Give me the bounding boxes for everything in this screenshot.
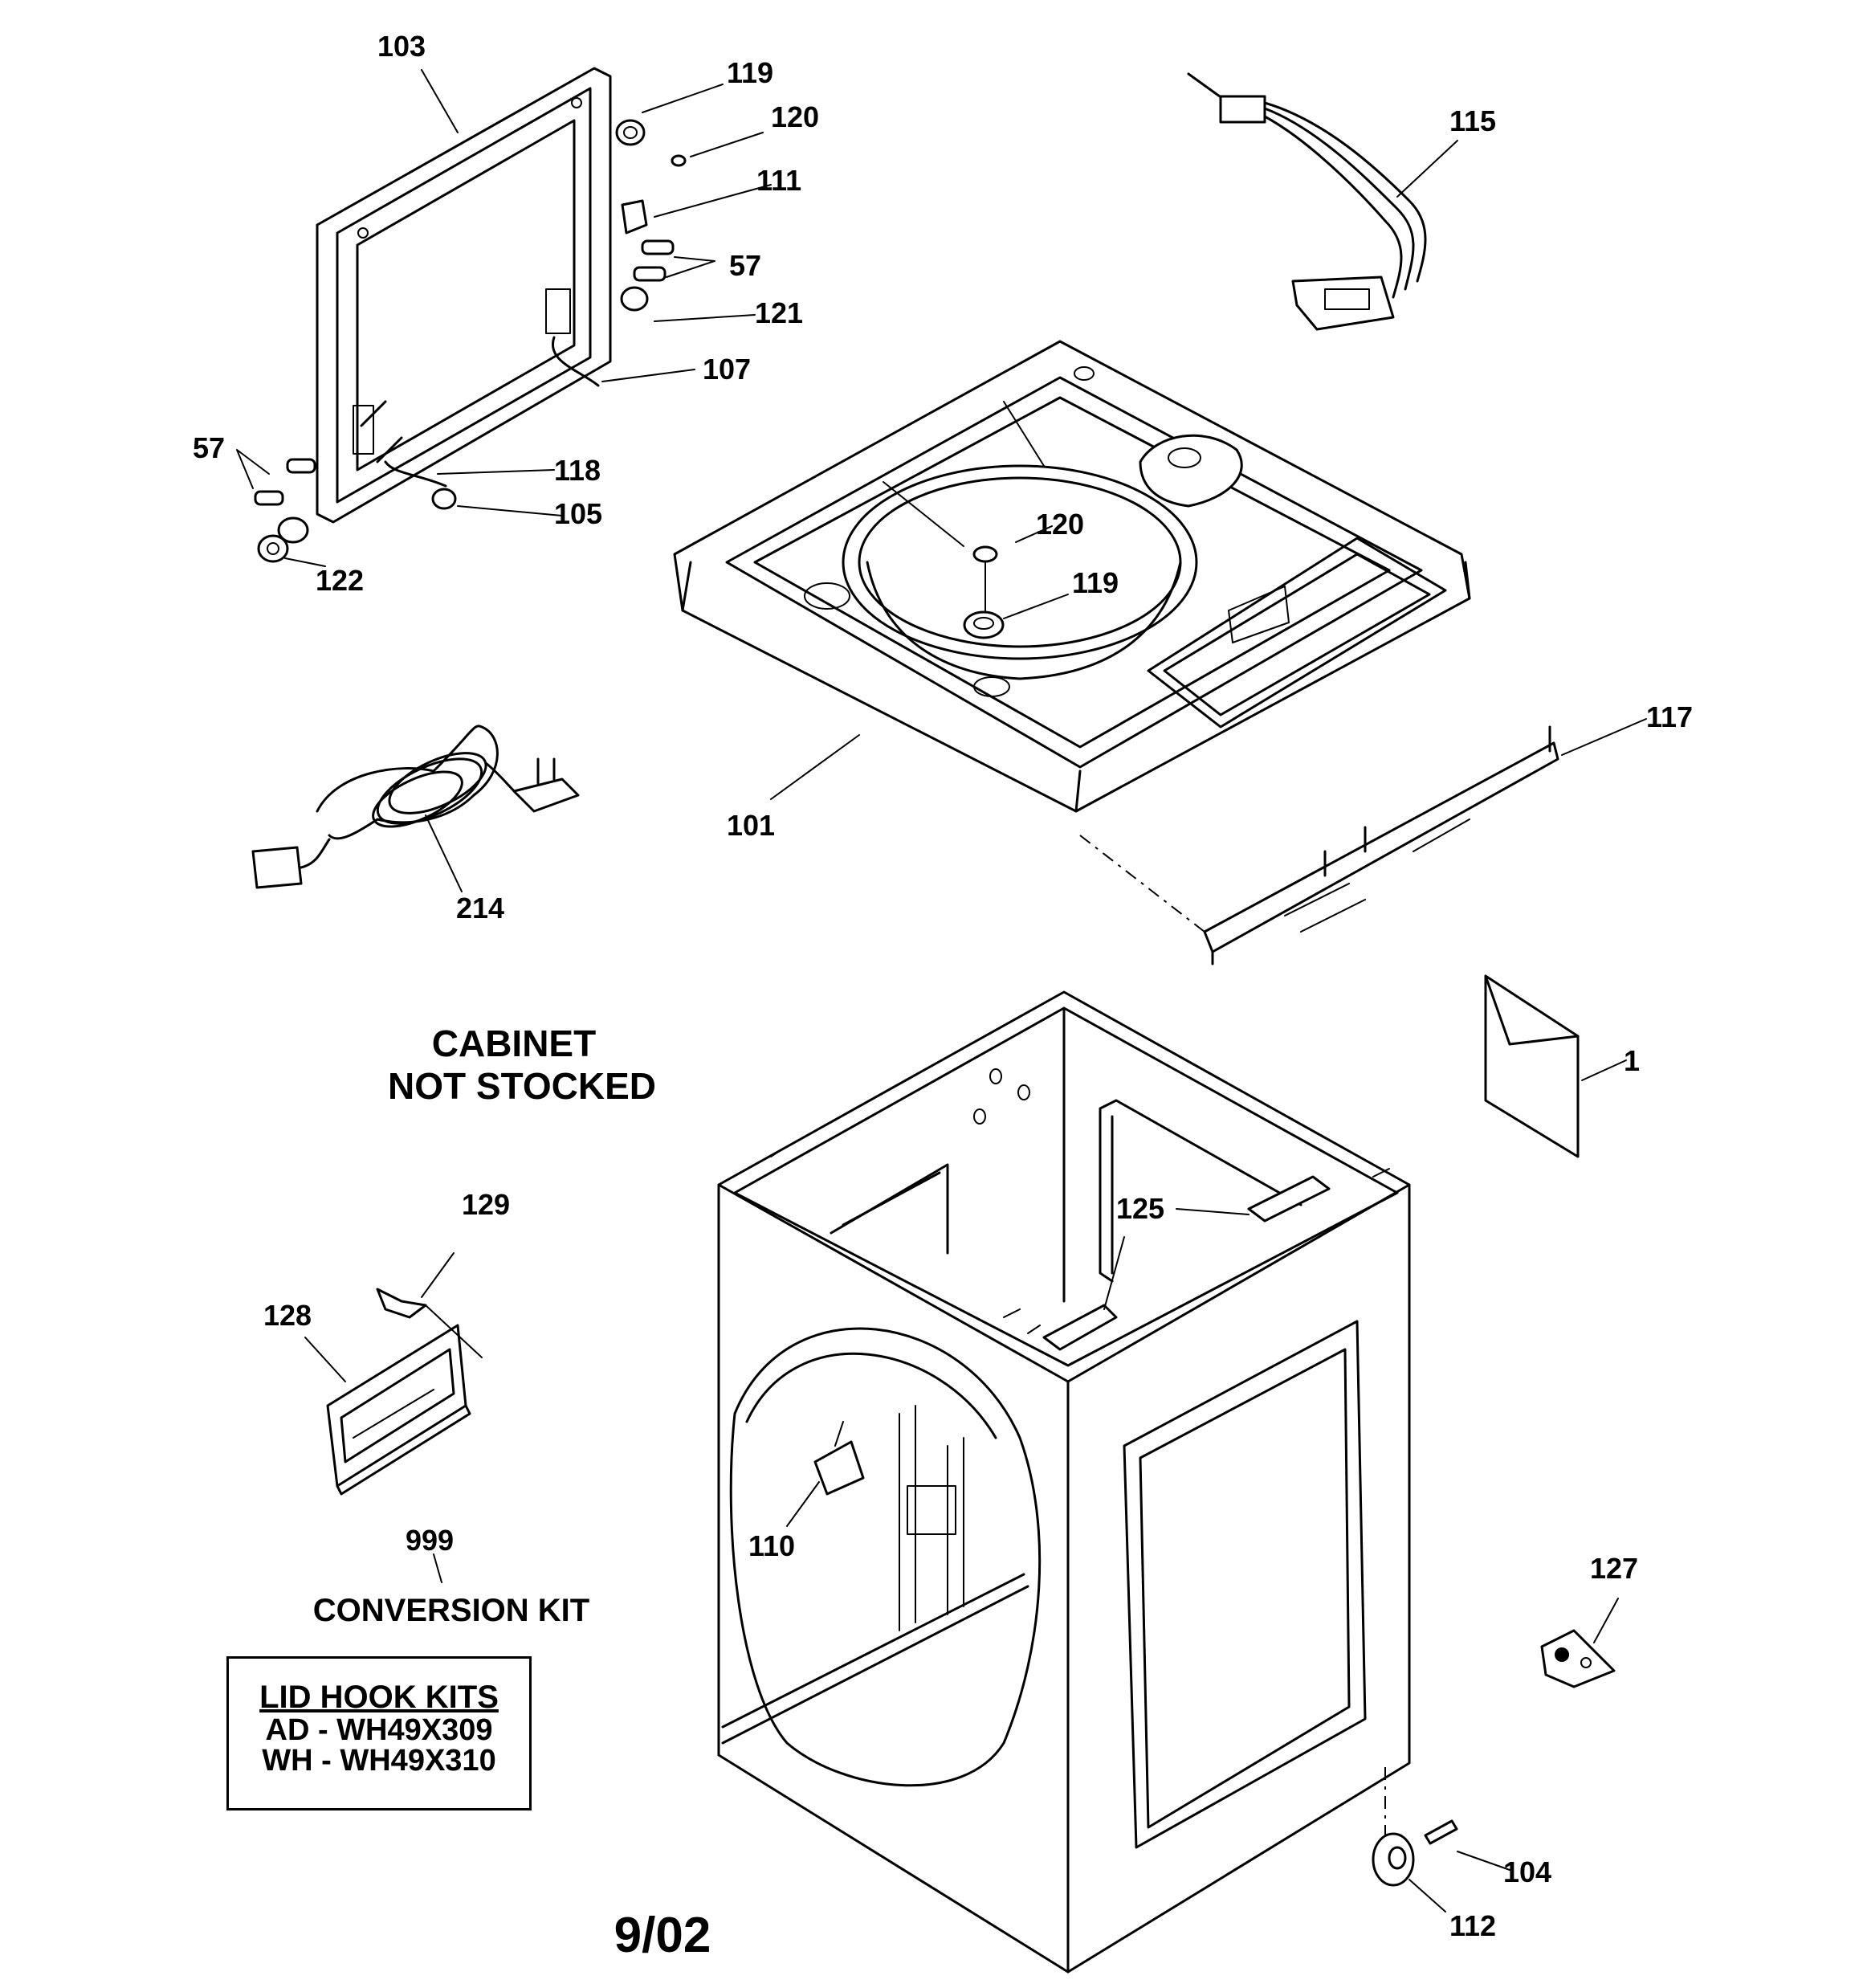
lid-hook-kits-title: LID HOOK KITS xyxy=(259,1680,499,1715)
revision-date: 9/02 xyxy=(614,1908,711,1963)
bracket-127 xyxy=(1540,1629,1616,1688)
lid-assembly xyxy=(316,67,612,524)
callout-117: 117 xyxy=(1646,700,1693,733)
callout-999: 999 xyxy=(406,1524,454,1557)
hinge-hardware xyxy=(254,119,687,563)
owner-manual-1 xyxy=(1484,974,1580,1158)
callout-129: 129 xyxy=(462,1188,510,1221)
roller-104-112 xyxy=(1372,1767,1458,1887)
callout-120-top: 120 xyxy=(1036,508,1084,541)
conversion-kit-label: CONVERSION KIT xyxy=(313,1593,589,1628)
callout-57-right: 57 xyxy=(729,249,761,282)
callout-118: 118 xyxy=(554,454,601,487)
callout-105: 105 xyxy=(554,497,602,530)
callout-115: 115 xyxy=(1449,104,1496,137)
conversion-plate-128 xyxy=(326,1288,483,1496)
control-bracket-117 xyxy=(1079,725,1559,965)
lid-hook-kit-ad: AD - WH49X309 xyxy=(265,1713,493,1747)
callout-104: 104 xyxy=(1503,1855,1551,1888)
callout-110: 110 xyxy=(748,1529,795,1562)
lid-hook-kit-wh: WH - WH49X310 xyxy=(262,1744,496,1778)
callout-1: 1 xyxy=(1624,1044,1640,1077)
lid-hook-kits-box: LID HOOK KITS AD - WH49X309 WH - WH49X31… xyxy=(226,1656,532,1810)
leader-lines xyxy=(236,69,1647,1912)
callout-125: 125 xyxy=(1116,1192,1164,1225)
callout-labels: 103 119 120 111 57 121 107 57 118 105 12… xyxy=(193,30,1693,1942)
callout-57-left: 57 xyxy=(193,431,225,464)
plug-120 xyxy=(972,545,998,563)
callout-122: 122 xyxy=(316,564,364,597)
wire-harness-115 xyxy=(1187,72,1427,331)
cabinet xyxy=(717,990,1411,1974)
not-stocked-label: NOT STOCKED xyxy=(388,1065,656,1107)
callout-112: 112 xyxy=(1449,1909,1496,1942)
callout-121: 121 xyxy=(755,296,803,329)
top-cover-101 xyxy=(673,340,1471,813)
callout-119-lid: 119 xyxy=(727,56,773,89)
callout-119-top: 119 xyxy=(1072,566,1119,599)
cabinet-label: CABINET xyxy=(432,1023,596,1064)
callout-127: 127 xyxy=(1590,1552,1638,1585)
callout-214: 214 xyxy=(456,892,504,925)
callout-111: 111 xyxy=(756,164,801,197)
callout-101: 101 xyxy=(727,809,775,842)
callout-120-lid: 120 xyxy=(771,100,819,133)
callout-107: 107 xyxy=(703,353,751,386)
callout-103: 103 xyxy=(377,30,426,63)
bumper-119 xyxy=(963,610,1005,639)
callout-128: 128 xyxy=(263,1299,312,1332)
power-cord-214 xyxy=(251,725,580,889)
